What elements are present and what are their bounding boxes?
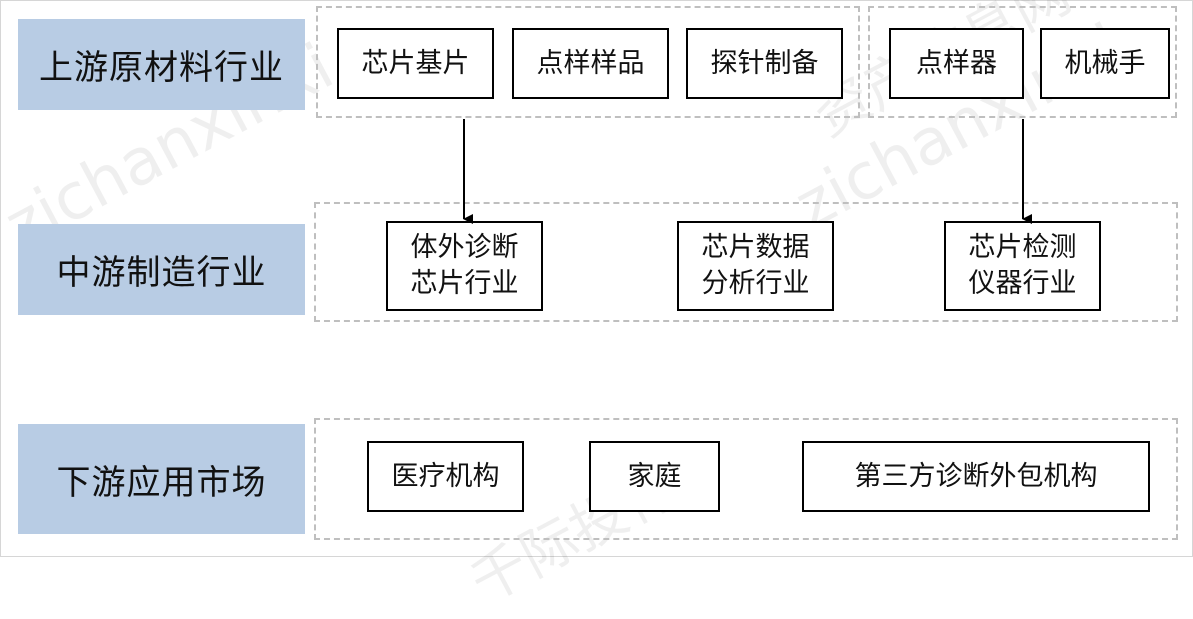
upstream-equipment-group xyxy=(868,6,1177,118)
upstream-materials-group xyxy=(316,6,860,118)
midstream-group xyxy=(314,202,1178,322)
tier-label-downstream: 下游应用市场 xyxy=(18,424,305,534)
node-home: 家庭 xyxy=(589,441,720,512)
downstream-group xyxy=(314,418,1178,540)
tier-label-upstream: 上游原材料行业 xyxy=(18,19,305,110)
node-spot-sample: 点样样品 xyxy=(512,28,669,99)
node-chip-test-instrument: 芯片检测 仪器行业 xyxy=(944,221,1101,311)
node-medical-institution: 医疗机构 xyxy=(367,441,524,512)
flow-arrows xyxy=(463,119,1032,224)
node-chip-data-analysis: 芯片数据 分析行业 xyxy=(677,221,834,311)
node-probe-prep: 探针制备 xyxy=(686,28,843,99)
node-ivd-chip-industry: 体外诊断 芯片行业 xyxy=(386,221,543,311)
node-spotter: 点样器 xyxy=(889,28,1024,99)
node-third-party-diagnostics: 第三方诊断外包机构 xyxy=(802,441,1150,512)
tier-label-midstream: 中游制造行业 xyxy=(18,224,305,315)
node-robot-arm: 机械手 xyxy=(1040,28,1170,99)
node-chip-substrate: 芯片基片 xyxy=(337,28,494,99)
